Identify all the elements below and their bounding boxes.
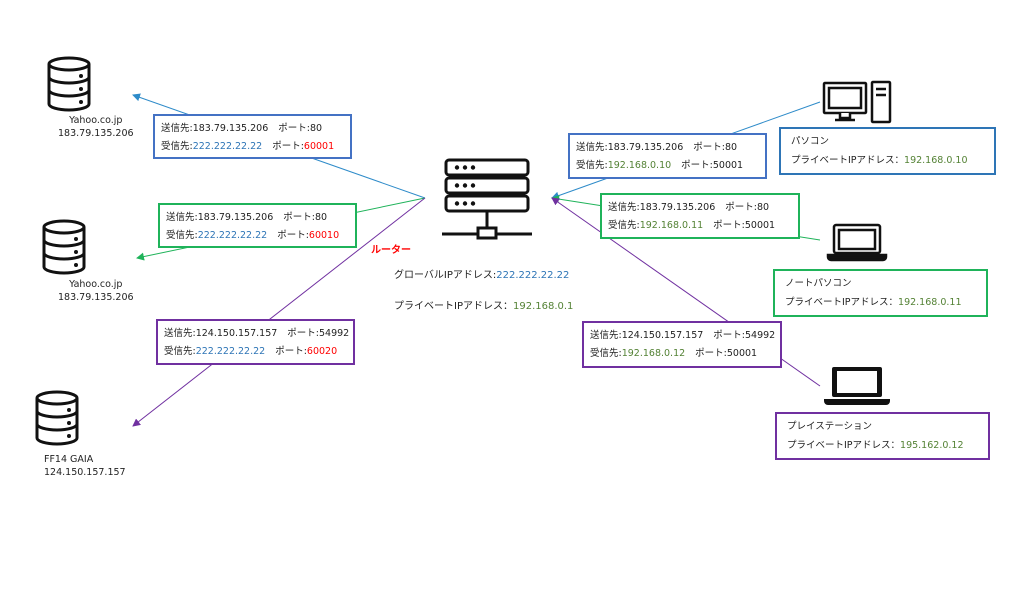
private-ip-label: プライベートIPアドレス： (394, 301, 513, 312)
dst-port-label: ポート: (681, 160, 713, 171)
dst-port: 60001 (303, 141, 335, 152)
database-server-icon (47, 56, 91, 112)
device-ip: 192.168.0.11 (898, 297, 962, 308)
router-private-ip: プライベートIPアドレス：192.168.0.1 (394, 297, 573, 312)
server-label-yahoo-2: Yahoo.co.jp 183.79.135.206 (58, 278, 134, 304)
src-port: 80 (309, 123, 323, 134)
src-port-label: ポート: (287, 328, 319, 339)
database-server-icon (35, 390, 79, 446)
src-label: 送信先: (164, 328, 196, 339)
server-label-yahoo-1: Yahoo.co.jp 183.79.135.206 (58, 114, 134, 140)
device-name: パソコン (791, 136, 830, 147)
server-name: Yahoo.co.jp (69, 115, 123, 126)
dst-ip: 192.168.0.12 (621, 348, 686, 359)
global-ip-value: 222.222.22.22 (496, 270, 570, 281)
server-name: Yahoo.co.jp (69, 279, 123, 290)
device-ip-label: プライベートIPアドレス： (791, 155, 905, 166)
laptop-icon (824, 367, 890, 405)
dst-ip: 192.168.0.11 (639, 220, 704, 231)
device-ip: 192.168.0.10 (904, 155, 968, 166)
dst-port-label: ポート: (277, 230, 309, 241)
dst-ip: 222.222.22.22 (195, 346, 266, 357)
src-port-label: ポート: (713, 330, 745, 341)
server-ip: 183.79.135.206 (58, 292, 134, 303)
dst-port: 60020 (306, 346, 338, 357)
dst-label: 受信先: (166, 230, 198, 241)
dst-port-label: ポート: (713, 220, 745, 231)
dst-ip: 222.222.22.22 (197, 230, 268, 241)
dst-port-label: ポート: (275, 346, 307, 357)
src-port-label: ポート: (283, 212, 315, 223)
src-ip: 183.79.135.206 (197, 212, 274, 223)
device-box-pc: パソコン プライベートIPアドレス：192.168.0.10 (779, 127, 996, 175)
device-ip-label: プライベートIPアドレス： (785, 297, 899, 308)
dst-port: 50001 (712, 160, 744, 171)
dst-label: 受信先: (576, 160, 608, 171)
dst-label: 受信先: (161, 141, 193, 152)
dst-ip: 222.222.22.22 (192, 141, 263, 152)
src-port-label: ポート: (278, 123, 310, 134)
src-label: 送信先: (166, 212, 198, 223)
router-global-ip: グローバルIPアドレス:222.222.22.22 (394, 266, 569, 281)
src-port: 54992 (745, 330, 776, 341)
src-port-label: ポート: (693, 142, 725, 153)
src-label: 送信先: (161, 123, 193, 134)
dst-ip: 192.168.0.10 (607, 160, 672, 171)
global-ip-label: グローバルIPアドレス: (394, 270, 497, 281)
server-label-ff14: FF14 GAIA 124.150.157.157 (44, 453, 126, 479)
src-port: 54992 (319, 328, 350, 339)
device-ip-label: プライベートIPアドレス： (787, 440, 901, 451)
line-router-to-ff14 (132, 197, 426, 427)
private-ip-value: 192.168.0.1 (512, 301, 574, 312)
src-port: 80 (314, 212, 328, 223)
dst-label: 受信先: (590, 348, 622, 359)
src-label: 送信先: (590, 330, 622, 341)
server-ip: 124.150.157.157 (44, 467, 126, 478)
dst-label: 受信先: (608, 220, 640, 231)
src-label: 送信先: (576, 142, 608, 153)
src-port-label: ポート: (725, 202, 757, 213)
router-icon (442, 158, 532, 240)
src-ip: 183.79.135.206 (607, 142, 684, 153)
src-port: 80 (724, 142, 738, 153)
src-label: 送信先: (608, 202, 640, 213)
device-box-laptop: ノートパソコン プライベートIPアドレス：192.168.0.11 (773, 269, 988, 317)
device-name: ノートパソコン (785, 278, 852, 289)
device-box-playstation: プレイステーション プライベートIPアドレス：195.162.0.12 (775, 412, 990, 460)
laptop-icon (826, 223, 888, 262)
router-label: ルーター (371, 245, 411, 256)
device-name: プレイステーション (787, 421, 873, 432)
dst-label: 受信先: (164, 346, 196, 357)
server-name: FF14 GAIA (44, 454, 94, 465)
src-port: 80 (756, 202, 770, 213)
database-server-icon (42, 219, 86, 275)
dst-port-label: ポート: (695, 348, 727, 359)
src-ip: 124.150.157.157 (195, 328, 278, 339)
dst-port: 50001 (744, 220, 776, 231)
desktop-computer-icon (822, 80, 892, 124)
src-ip: 124.150.157.157 (621, 330, 704, 341)
device-ip: 195.162.0.12 (900, 440, 964, 451)
dst-port: 50001 (726, 348, 758, 359)
src-ip: 183.79.135.206 (639, 202, 716, 213)
src-ip: 183.79.135.206 (192, 123, 269, 134)
server-ip: 183.79.135.206 (58, 128, 134, 139)
dst-port: 60010 (308, 230, 340, 241)
dst-port-label: ポート: (272, 141, 304, 152)
